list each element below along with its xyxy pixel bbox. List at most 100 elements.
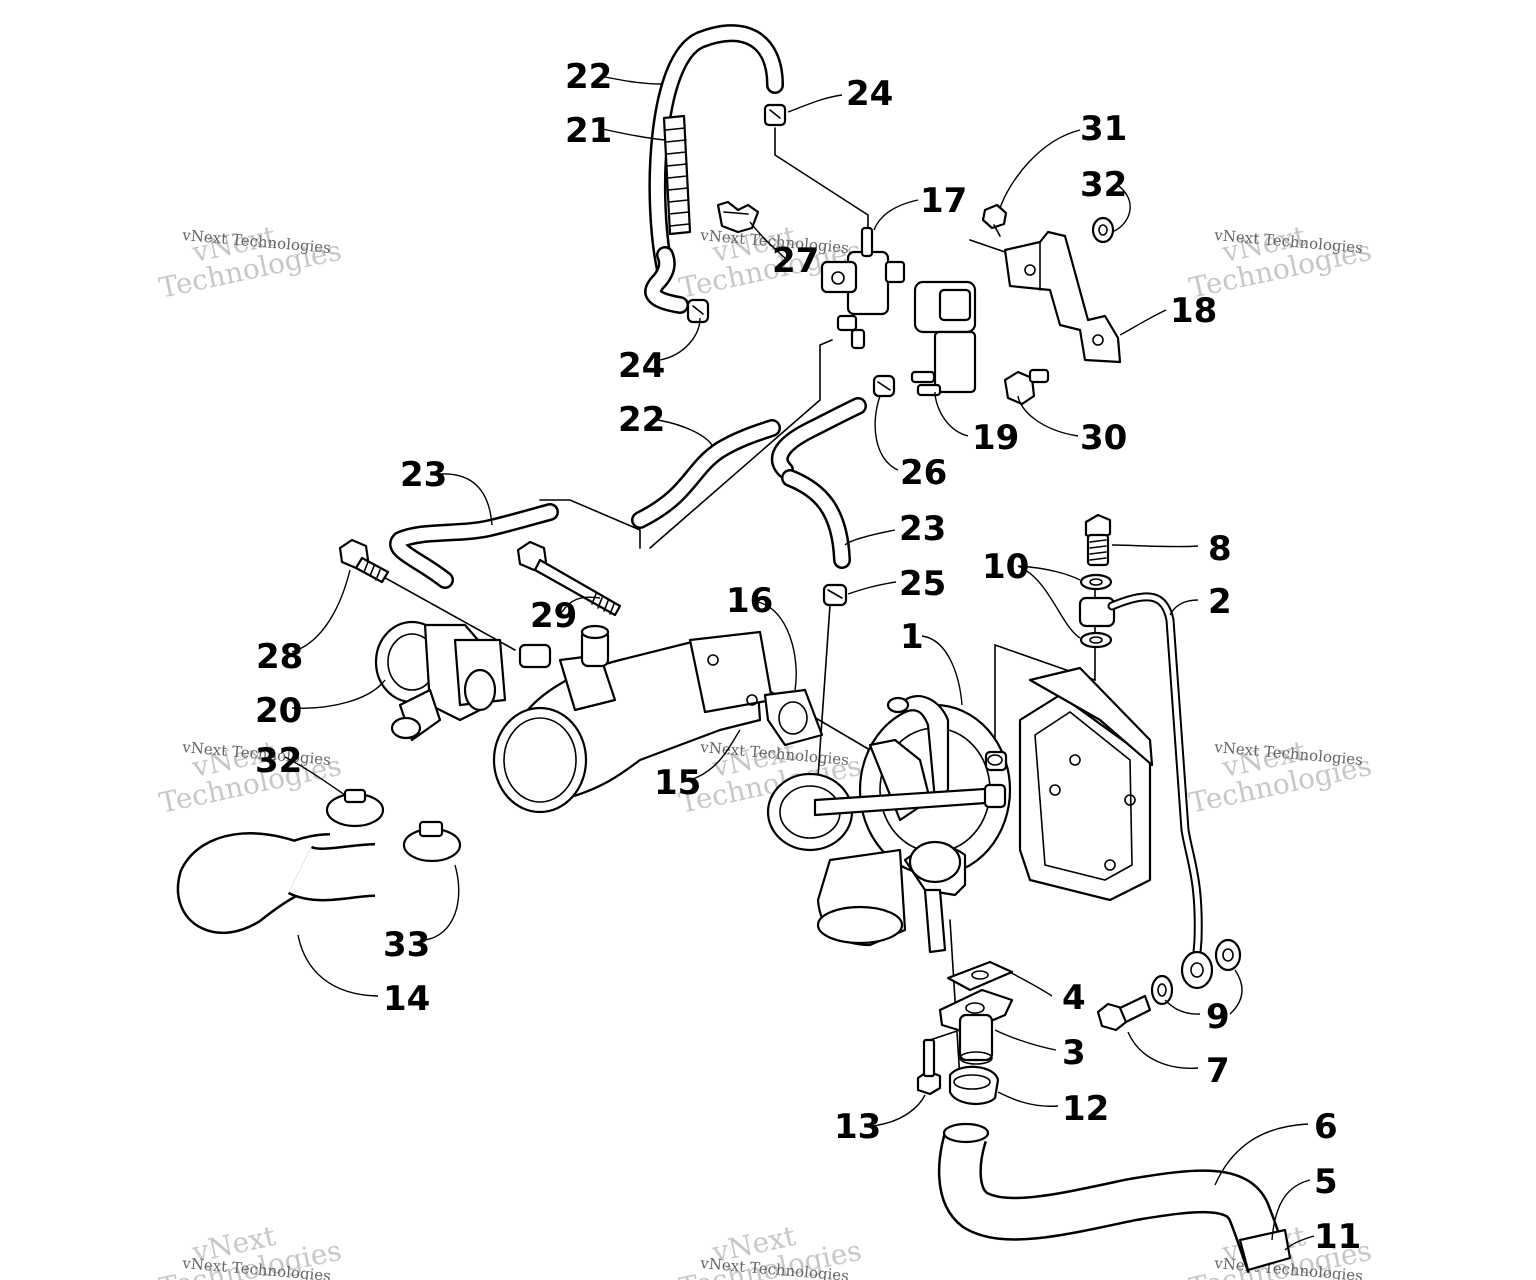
- callout-33: 33: [383, 925, 430, 965]
- hex-bolt: [338, 538, 390, 584]
- callout-14: 14: [383, 979, 430, 1019]
- mounting-bracket: [1003, 230, 1122, 364]
- leader-7: [1127, 1031, 1199, 1069]
- leader-9b: [1229, 969, 1243, 1015]
- callout-24-upper: 24: [846, 74, 893, 114]
- leader-5: [1271, 1179, 1311, 1241]
- hose-clamp-low: [822, 583, 848, 607]
- oil-feed-line: [1078, 592, 1214, 990]
- leader-19: [934, 391, 969, 437]
- drain-fitting: [958, 1013, 994, 1065]
- leader-16: [757, 601, 797, 691]
- callout-4: 4: [1062, 978, 1086, 1018]
- sealing-washer-oil-outer: [1214, 938, 1242, 972]
- leader-31: [999, 129, 1081, 209]
- callout-9: 9: [1206, 997, 1230, 1037]
- vacuum-hose-middle: [631, 397, 867, 529]
- flange-gasket: [763, 688, 824, 747]
- leader-23b: [844, 529, 896, 546]
- leader-12: [997, 1091, 1059, 1107]
- callout-1: 1: [900, 617, 924, 657]
- leader-24a: [787, 94, 843, 113]
- retaining-clip: [716, 200, 760, 234]
- vacuum-hose-left: [389, 503, 559, 589]
- callout-20: 20: [255, 691, 302, 731]
- oil-banjo-bolt: [1096, 994, 1152, 1032]
- leader-lines: [284, 75, 1315, 1251]
- assembly-line-8-turbo: [994, 581, 1096, 761]
- leader-33: [424, 864, 460, 941]
- turbocharger: [766, 666, 1154, 954]
- callout-26: 26: [900, 453, 947, 493]
- assembly-line-28: [379, 574, 516, 651]
- leader-6: [1214, 1123, 1309, 1186]
- callout-23-right: 23: [899, 509, 946, 549]
- hose-sleeve: [662, 114, 692, 236]
- bolt-small: [981, 203, 1008, 237]
- callout-16: 16: [726, 581, 773, 621]
- leader-27: [749, 221, 786, 259]
- watermark-top-right: vNext Technologies: [1186, 219, 1374, 305]
- leader-14: [297, 934, 379, 997]
- leader-10b: [1017, 565, 1081, 639]
- leader-3: [994, 1029, 1057, 1051]
- watermarks: vNext Technologies vNext Technologies vN…: [156, 219, 1374, 1280]
- callout-13: 13: [834, 1107, 881, 1147]
- parts: [176, 24, 1292, 1274]
- sealing-washer-oil-inner: [1150, 974, 1174, 1006]
- callout-28: 28: [256, 637, 303, 677]
- watermark-mid-right: vNext Technologies: [1186, 734, 1374, 820]
- leader-30: [1017, 395, 1079, 437]
- drain-flange: [938, 988, 1014, 1034]
- callout-27: 27: [772, 241, 819, 281]
- hose-clamp-right: [402, 820, 462, 863]
- leader-32a: [1111, 183, 1131, 233]
- leader-9a: [1164, 999, 1201, 1015]
- callout-29: 29: [530, 596, 577, 636]
- leader-2: [1169, 599, 1199, 616]
- intake-pipe: [492, 624, 774, 814]
- sealing-washer-lower: [1079, 631, 1113, 649]
- leader-24b: [659, 317, 701, 361]
- assembly-line-17-22: [649, 339, 833, 549]
- leader-13: [871, 1094, 926, 1127]
- leader-18: [1119, 309, 1167, 336]
- vacuum-hose-right: [781, 469, 851, 569]
- callout-2: 2: [1208, 582, 1232, 622]
- leader-25: [847, 581, 897, 595]
- callout-11: 11: [1314, 1217, 1361, 1257]
- assembly-line-23: [539, 499, 641, 549]
- long-bolt: [516, 540, 622, 617]
- oil-return-clamp: [1238, 1228, 1292, 1272]
- callout-12: 12: [1062, 1089, 1109, 1129]
- bypass-valve: [374, 620, 552, 742]
- leader-11: [1284, 1235, 1315, 1251]
- leader-28: [291, 569, 351, 653]
- leader-21: [597, 127, 666, 141]
- sealing-washer-upper: [1079, 573, 1113, 591]
- callout-32-lower: 32: [255, 741, 302, 781]
- callout-30: 30: [1080, 418, 1127, 458]
- callout-23-left: 23: [400, 455, 447, 495]
- oil-return-hose: [937, 1122, 1289, 1274]
- callout-21: 21: [565, 111, 612, 151]
- callout-10: 10: [982, 547, 1029, 587]
- purge-valve: [910, 280, 977, 397]
- leader-15: [689, 729, 741, 781]
- drain-gasket: [946, 960, 1014, 992]
- callout-18: 18: [1170, 291, 1217, 331]
- callout-32-upper: 32: [1080, 165, 1127, 205]
- leader-26: [874, 395, 899, 471]
- leader-23a: [439, 473, 493, 526]
- callout-25: 25: [899, 564, 946, 604]
- hose-clamp-lower: [686, 298, 710, 324]
- callout-8: 8: [1208, 529, 1232, 569]
- callout-24-lower: 24: [618, 346, 665, 386]
- hose-clamp-left: [325, 788, 385, 828]
- assembly-line-turbo-3: [949, 919, 961, 1081]
- banjo-bolt: [1084, 513, 1112, 567]
- washer-upper: [1091, 216, 1115, 244]
- flange-bolt: [1003, 368, 1050, 406]
- callout-19: 19: [972, 418, 1019, 458]
